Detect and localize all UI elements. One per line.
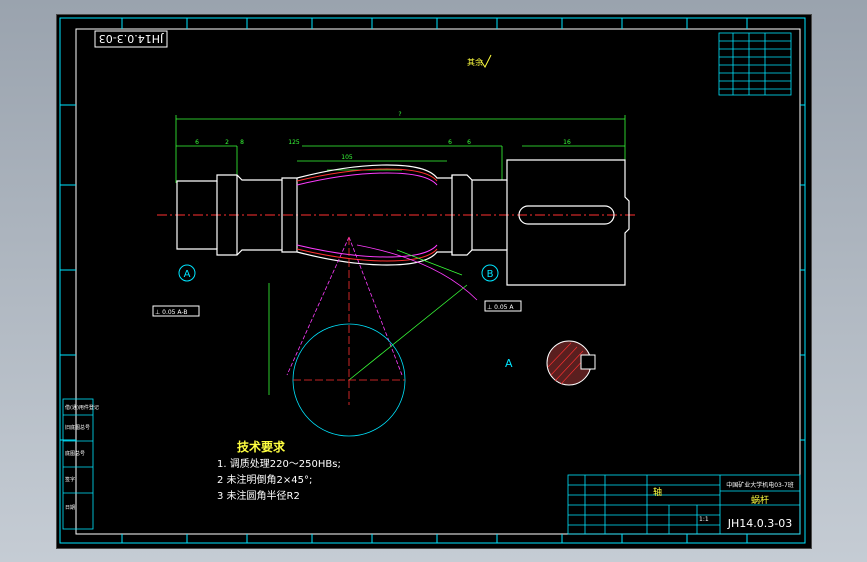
req-3: 3 未注圆角半径R2: [217, 489, 300, 502]
roughness-note: 其余: [467, 57, 483, 67]
cad-viewport[interactable]: JH14.0.3-03 其余 ? 6 2 8 125 105 6 6 16: [56, 14, 812, 549]
dimension-labels: ? 6 2 8 125 105 6 6 16: [195, 111, 571, 161]
zone-ticks: [60, 18, 805, 543]
left-row-1: 旧底图总号: [65, 424, 90, 431]
svg-text:B: B: [487, 269, 494, 280]
dim-d1: 6: [195, 139, 199, 146]
svg-text:⊥ 0.05 A-B: ⊥ 0.05 A-B: [155, 309, 187, 316]
left-row-0: 借(通)用件登记: [65, 404, 99, 411]
code-stamp-text: JH14.0.3-03: [99, 32, 164, 45]
code-stamp: JH14.0.3-03: [94, 30, 168, 48]
dim-d6: 6: [448, 139, 452, 146]
left-row-4: 日期: [65, 505, 75, 511]
part-name: 轴: [653, 486, 662, 498]
part-label: 蜗杆: [751, 494, 769, 506]
section-a: A: [505, 340, 596, 386]
title-block: 中国矿业大学机电03-7班 轴 蜗杆 JH14.0.3-03 1:1: [567, 474, 801, 535]
dim-d5: 105: [341, 154, 353, 161]
req-2: 2 未注明倒角2×45°;: [217, 473, 312, 486]
dim-d4: 125: [288, 139, 300, 146]
fcf-left: ⊥ 0.05 A-B: [152, 305, 200, 317]
left-row-3: 签字: [65, 476, 75, 483]
drawing-number: JH14.0.3-03: [727, 517, 792, 530]
dim-d7: 6: [467, 139, 471, 146]
drawing-canvas: JH14.0.3-03 其余 ? 6 2 8 125 105 6 6 16: [59, 17, 806, 544]
dim-d2: 2: [225, 139, 229, 146]
overall-dimension: [175, 115, 626, 183]
left-row-2: 底图总号: [65, 450, 85, 457]
technical-requirements: 技术要求 1. 调质处理220～250HBs; 2 未注明倒角2×45°; 3 …: [217, 439, 341, 502]
svg-text:A: A: [184, 269, 191, 280]
revision-table: [718, 32, 792, 96]
construction-lines: [268, 236, 478, 437]
svg-text:⊥ 0.05 A: ⊥ 0.05 A: [487, 304, 514, 311]
dim-overall: ?: [398, 111, 401, 118]
section-label: A: [505, 357, 513, 370]
roughness-symbol: [480, 54, 492, 68]
view-marker-a: A: [178, 264, 196, 282]
view-marker-b: B: [481, 264, 499, 282]
fcf-right: ⊥ 0.05 A: [484, 300, 522, 312]
sheet-border: [59, 17, 806, 544]
scale: 1:1: [699, 516, 709, 523]
tech-title: 技术要求: [237, 439, 286, 454]
shaft-outline: [176, 159, 630, 286]
worm-threads: [296, 168, 438, 262]
dim-d8: 16: [563, 139, 571, 146]
dim-d3: 8: [240, 139, 244, 146]
left-block: 借(通)用件登记 旧底图总号 底图总号 签字 日期: [62, 398, 99, 530]
company-name: 中国矿业大学机电03-7班: [726, 481, 794, 489]
req-1: 1. 调质处理220～250HBs;: [217, 458, 341, 470]
